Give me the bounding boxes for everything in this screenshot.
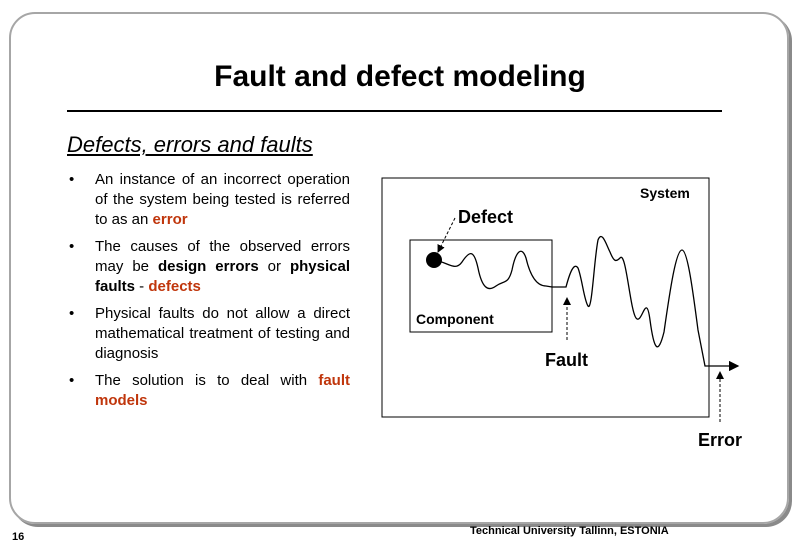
bullet-item: An instance of an incorrect operation of… — [65, 170, 350, 230]
system-box — [381, 177, 710, 418]
title-divider — [67, 110, 722, 112]
signal-wave — [433, 250, 553, 290]
error-label: Error — [698, 430, 742, 450]
highlight-term: fault models — [95, 372, 350, 409]
fault-label: Fault — [545, 350, 588, 370]
component-box — [409, 239, 553, 333]
bullet-list: An instance of an incorrect operation of… — [65, 170, 350, 418]
component-label: Component — [416, 311, 494, 327]
highlight-term: error — [152, 211, 188, 228]
bold-term: design errors — [157, 258, 259, 275]
highlight-term: defects — [148, 278, 201, 295]
signal-wave-output — [552, 235, 740, 372]
footer-institution: Technical University Tallinn, ESTONIA — [470, 525, 669, 537]
bullet-item: Physical faults do not allow a direct ma… — [65, 304, 350, 364]
system-label: System — [640, 185, 690, 201]
defect-arrow — [437, 217, 456, 253]
slide-frame — [9, 12, 789, 524]
bold-term: physical faults — [95, 258, 350, 295]
page-number: 16 — [12, 531, 25, 543]
bullet-item: The causes of the observed errors may be… — [65, 237, 350, 297]
defect-label: Defect — [458, 207, 513, 227]
slide-title: Fault and defect modeling — [214, 60, 586, 93]
slide-subtitle: Defects, errors and faults — [67, 132, 313, 157]
bullet-item: The solution is to deal with fault model… — [65, 371, 350, 411]
